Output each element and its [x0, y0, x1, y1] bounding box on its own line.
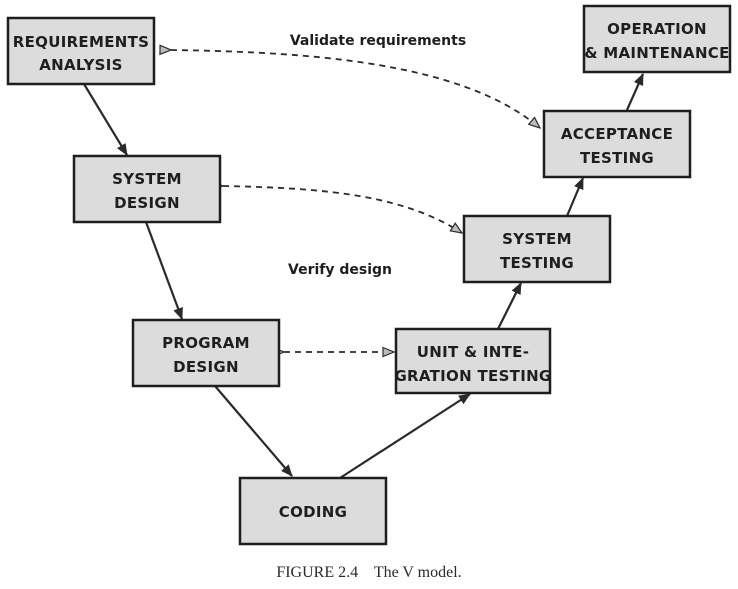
- box-operation-maintenance-line2: & MAINTENANCE: [584, 44, 729, 62]
- box-operation-maintenance: OPERATION & MAINTENANCE: [582, 4, 732, 74]
- box-acceptance-testing-line1: ACCEPTANCE: [561, 125, 673, 143]
- box-requirements-analysis-line2: ANALYSIS: [39, 56, 122, 74]
- box-requirements-analysis-line1: REQUIREMENTS: [13, 33, 149, 51]
- dashed-arrow-validate-requirements: [171, 50, 540, 128]
- figure-caption: FIGURE 2.4 The V model.: [276, 564, 461, 581]
- arrow-system-testing-to-acceptance-testing: [565, 177, 585, 217]
- box-system-testing-line1: SYSTEM: [502, 230, 572, 248]
- box-system-testing-line2: TESTING: [500, 254, 574, 272]
- box-operation-maintenance-line1: OPERATION: [607, 20, 707, 38]
- arrow-system-design-to-program-design: [144, 221, 184, 320]
- box-acceptance-testing-line2: TESTING: [580, 149, 654, 167]
- box-coding-line1: CODING: [279, 503, 347, 521]
- box-unit-integration-testing-line2: GRATION TESTING: [394, 367, 551, 385]
- box-system-design-line1: SYSTEM: [112, 170, 182, 188]
- box-system-design-line2: DESIGN: [114, 194, 180, 212]
- arrow-coding-to-unit-testing: [339, 393, 471, 479]
- dashed-arrow-verify-system-design: [223, 186, 462, 233]
- box-acceptance-testing: ACCEPTANCE TESTING: [542, 109, 692, 179]
- box-unit-integration-testing-line1: UNIT & INTE-: [417, 343, 530, 361]
- arrow-requirements-to-system-design: [83, 83, 128, 156]
- box-unit-integration-testing: UNIT & INTE- GRATION TESTING: [394, 327, 551, 395]
- arrow-program-design-to-coding: [214, 385, 293, 477]
- label-validate-requirements: Validate requirements: [290, 33, 466, 49]
- arrow-unit-testing-to-system-testing: [497, 282, 522, 330]
- box-program-design-line2: DESIGN: [173, 358, 239, 376]
- arrow-acceptance-to-operation: [625, 73, 645, 111]
- box-coding: CODING: [238, 476, 388, 546]
- box-requirements-analysis: REQUIREMENTS ANALYSIS: [6, 16, 156, 86]
- box-program-design: PROGRAM DESIGN: [131, 318, 281, 388]
- box-program-design-line1: PROGRAM: [162, 334, 250, 352]
- box-system-testing: SYSTEM TESTING: [462, 214, 612, 284]
- box-system-design: SYSTEM DESIGN: [72, 154, 222, 224]
- label-verify-design: Verify design: [288, 262, 392, 278]
